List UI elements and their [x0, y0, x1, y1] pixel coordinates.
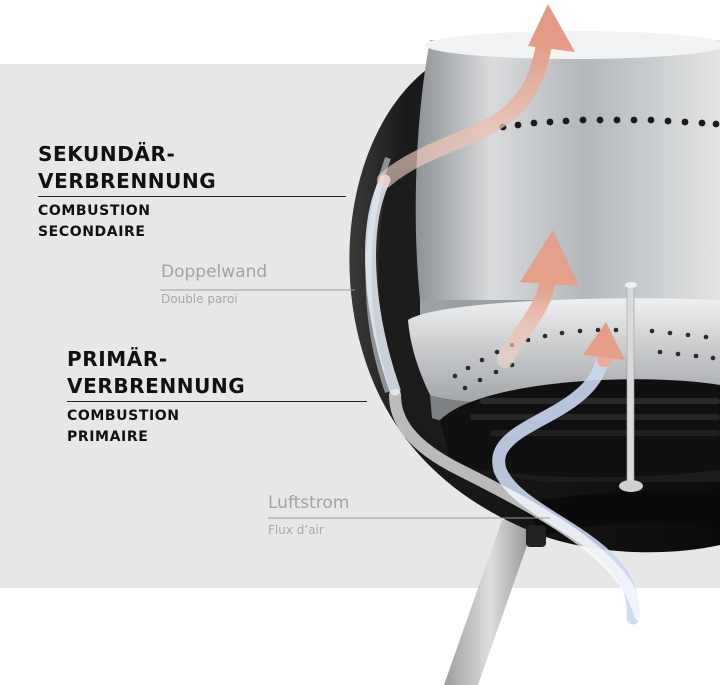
secondary-title-line1: SEKUNDÄR-: [38, 142, 176, 166]
airflow-up-wall: [365, 174, 401, 396]
double-wall-label: Doppelwand Double paroi: [161, 261, 356, 307]
primary-combustion-label: PRIMÄR- VERBRENNUNG COMBUSTION PRIMAIRE: [67, 346, 367, 448]
airflow-label: Luftstrom Flux d’air: [268, 492, 550, 538]
secondary-sub-line2: SECONDAIRE: [38, 224, 146, 240]
primary-title-line2: VERBRENNUNG: [67, 374, 246, 398]
primary-title-line1: PRIMÄR-: [67, 347, 168, 371]
airflow-title: Luftstrom: [268, 493, 350, 513]
grill-legs: [444, 520, 536, 685]
secondary-combustion-label: SEKUNDÄR- VERBRENNUNG COMBUSTION SECONDA…: [38, 141, 346, 243]
double-wall-title: Doppelwand: [161, 262, 268, 282]
primary-rule: [67, 401, 367, 402]
secondary-rule: [38, 196, 346, 197]
primary-sub-line2: PRIMAIRE: [67, 429, 149, 445]
double-wall-sub: Double paroi: [161, 292, 238, 306]
secondary-sub-line1: COMBUSTION: [38, 203, 151, 219]
center-rod: [619, 282, 643, 492]
airflow-sub: Flux d’air: [268, 523, 324, 537]
airflow-arrow-wall: [389, 389, 646, 621]
charcoal-grate: [470, 398, 720, 436]
primary-sub-line1: COMBUSTION: [67, 408, 180, 424]
secondary-title-line2: VERBRENNUNG: [38, 169, 217, 193]
primary-air-holes: [452, 327, 716, 391]
hot-air-arrows: [377, 4, 625, 368]
